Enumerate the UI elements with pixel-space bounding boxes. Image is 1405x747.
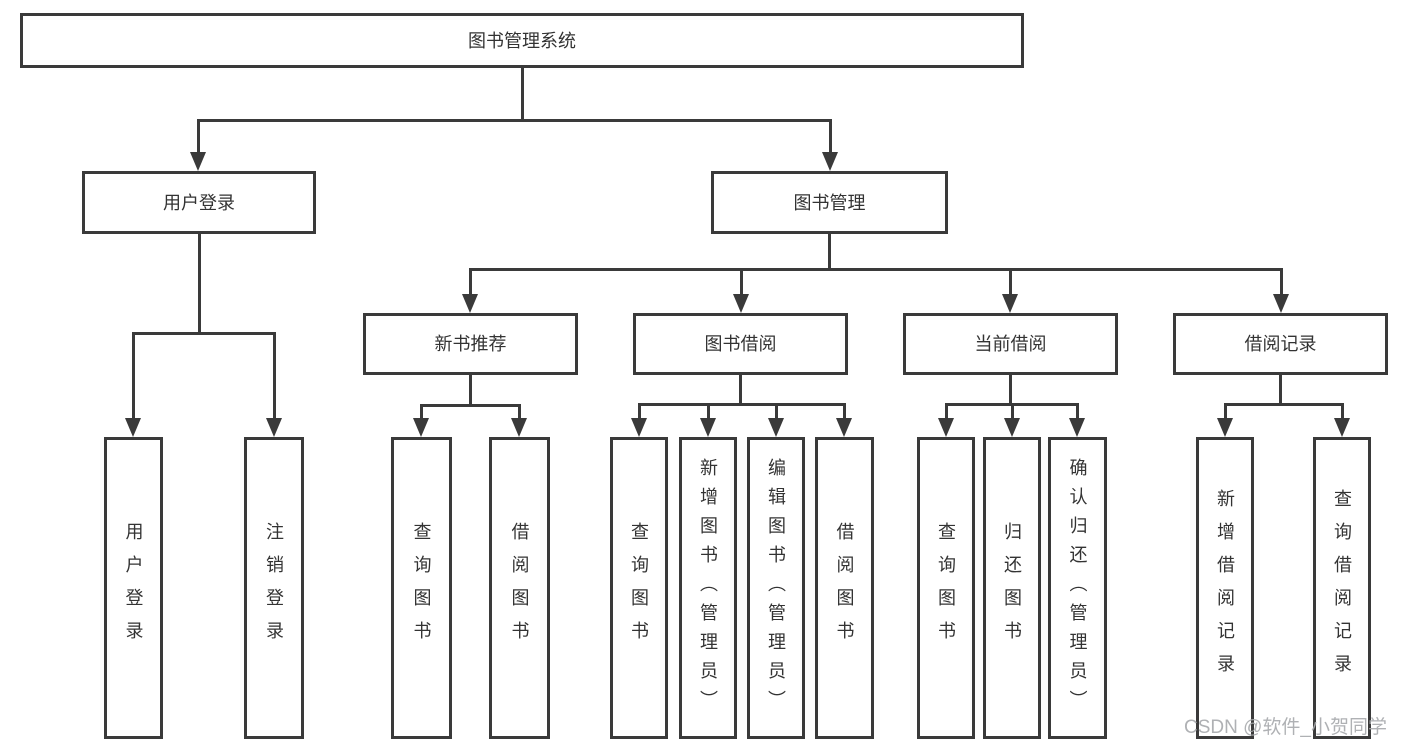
node-label: 当前借阅 xyxy=(974,334,1047,354)
arrowhead-down-icon xyxy=(836,418,852,437)
node-label: 借阅图书 xyxy=(509,522,530,654)
node-label: 查询借阅记录 xyxy=(1332,489,1352,687)
h-line xyxy=(469,268,1282,271)
v-line xyxy=(843,403,846,420)
node-label: 新增图书（管理员） xyxy=(698,457,718,719)
node-label: 新增借阅记录 xyxy=(1215,489,1235,687)
v-line xyxy=(420,404,423,420)
node-label: 确认归还（管理员） xyxy=(1067,457,1088,719)
arrowhead-down-icon xyxy=(631,418,647,437)
v-line xyxy=(1011,403,1014,420)
arrowhead-down-icon xyxy=(413,418,429,437)
node-label: 借阅记录 xyxy=(1244,334,1317,354)
node-label: 新书推荐 xyxy=(434,334,507,354)
arrowhead-down-icon xyxy=(1217,418,1233,437)
v-line xyxy=(1279,373,1282,405)
v-line xyxy=(469,268,472,296)
arrowhead-down-icon xyxy=(938,418,954,437)
node-label: 归还图书 xyxy=(1002,522,1022,654)
leaf-return-book: 归还图书 xyxy=(983,437,1041,739)
v-line xyxy=(945,403,948,420)
v-line xyxy=(197,119,200,154)
leaf-confirm-return-admin: 确认归还（管理员） xyxy=(1048,437,1107,739)
arrowhead-down-icon xyxy=(1002,294,1018,313)
leaf-edit-book-admin: 编辑图书（管理员） xyxy=(747,437,805,739)
node-new-book-recommend: 新书推荐 xyxy=(363,313,578,375)
v-line xyxy=(1076,403,1079,420)
node-label: 注销登录 xyxy=(264,522,284,654)
v-line xyxy=(1341,403,1344,420)
node-label: 借阅图书 xyxy=(834,522,855,654)
leaf-query-books-recommend: 查询图书 xyxy=(391,437,452,739)
leaf-borrow-books-recommend: 借阅图书 xyxy=(489,437,550,739)
leaf-add-book-admin: 新增图书（管理员） xyxy=(679,437,737,739)
arrowhead-down-icon xyxy=(462,294,478,313)
v-line xyxy=(829,119,832,154)
v-line xyxy=(518,404,521,420)
h-line xyxy=(638,403,845,406)
arrowhead-down-icon xyxy=(733,294,749,313)
arrowhead-down-icon xyxy=(511,418,527,437)
arrowhead-down-icon xyxy=(700,418,716,437)
node-label: 图书管理 xyxy=(793,192,866,213)
v-line xyxy=(273,332,276,420)
leaf-query-books-borrow: 查询图书 xyxy=(610,437,668,739)
h-line xyxy=(197,119,832,122)
v-line xyxy=(740,268,743,296)
arrowhead-down-icon xyxy=(266,418,282,437)
arrowhead-down-icon xyxy=(1273,294,1289,313)
leaf-add-borrow-record: 新增借阅记录 xyxy=(1196,437,1254,739)
v-line xyxy=(1280,268,1283,296)
leaf-query-books-current: 查询图书 xyxy=(917,437,975,739)
v-line xyxy=(521,66,524,121)
node-library-system: 图书管理系统 xyxy=(20,13,1024,68)
node-label: 图书借阅 xyxy=(704,334,777,354)
h-line xyxy=(1224,403,1343,406)
v-line xyxy=(1009,373,1012,405)
v-line xyxy=(1009,268,1012,296)
node-label: 查询图书 xyxy=(936,522,956,654)
h-line xyxy=(132,332,275,335)
v-line xyxy=(707,403,710,420)
csdn-watermark: CSDN @软件_小贺同学 xyxy=(1184,717,1387,738)
node-borrow-records: 借阅记录 xyxy=(1173,313,1388,375)
v-line xyxy=(739,373,742,405)
v-line xyxy=(132,332,135,420)
leaf-borrow-books-borrow: 借阅图书 xyxy=(815,437,874,739)
arrowhead-down-icon xyxy=(1334,418,1350,437)
v-line xyxy=(638,403,641,420)
v-line xyxy=(1224,403,1227,420)
arrowhead-down-icon xyxy=(1004,418,1020,437)
node-label: 编辑图书（管理员） xyxy=(766,457,786,719)
node-user-login: 用户登录 xyxy=(82,171,316,234)
node-label: 用户登录 xyxy=(163,192,235,213)
arrowhead-down-icon xyxy=(822,152,838,171)
v-line xyxy=(775,403,778,420)
node-current-borrow: 当前借阅 xyxy=(903,313,1118,375)
node-book-borrow: 图书借阅 xyxy=(633,313,848,375)
leaf-logout: 注销登录 xyxy=(244,437,304,739)
leaf-query-borrow-record: 查询借阅记录 xyxy=(1313,437,1371,739)
v-line xyxy=(469,373,472,406)
v-line xyxy=(828,233,831,270)
node-label: 用户登录 xyxy=(123,522,144,654)
node-label: 查询图书 xyxy=(411,522,432,654)
leaf-user-login: 用户登录 xyxy=(104,437,163,739)
arrowhead-down-icon xyxy=(1069,418,1085,437)
arrowhead-down-icon xyxy=(768,418,784,437)
h-line xyxy=(420,404,520,407)
node-label: 查询图书 xyxy=(629,522,649,654)
node-label: 图书管理系统 xyxy=(468,30,576,51)
v-line xyxy=(198,232,201,334)
arrowhead-down-icon xyxy=(190,152,206,171)
arrowhead-down-icon xyxy=(125,418,141,437)
node-book-management: 图书管理 xyxy=(711,171,948,234)
